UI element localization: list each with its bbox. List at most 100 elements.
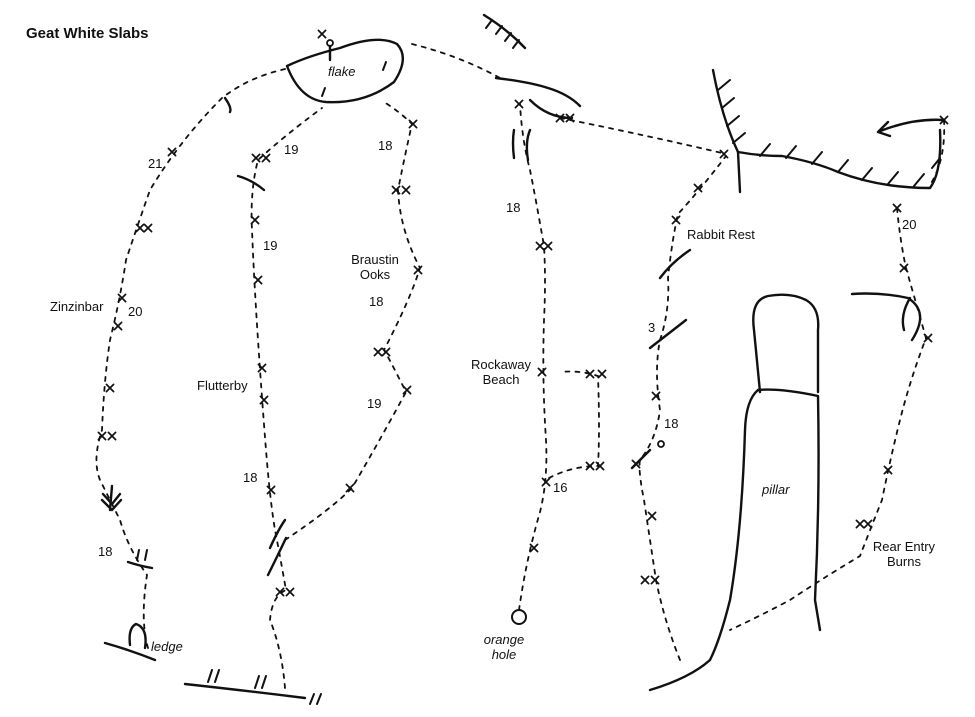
ledge-label: ledge <box>151 639 183 654</box>
bolt-mark <box>135 223 145 233</box>
crack-flutterby <box>236 174 266 192</box>
bolt-mark <box>883 465 893 475</box>
central-ledge-line <box>494 76 582 108</box>
bolt-mark <box>892 203 902 213</box>
bolt-mark <box>923 333 933 343</box>
pillar-lower <box>756 388 822 632</box>
grade-labels: 21 20 18 19 19 18 18 18 19 18 16 3 18 20 <box>98 138 916 559</box>
rabbit-rest-label: Rabbit Rest <box>687 227 755 242</box>
bolt-mark <box>381 347 391 357</box>
route-flutterby <box>250 107 323 689</box>
bolt-mark <box>855 519 865 529</box>
bolt-mark <box>863 519 873 529</box>
bolts <box>97 29 949 597</box>
bolt-mark <box>257 363 267 373</box>
bolt-mark <box>693 183 703 193</box>
bolt-mark <box>640 575 650 585</box>
main-roof-hatch <box>717 79 941 187</box>
bolt-mark <box>585 461 595 471</box>
route-name-braustin-ooks: Braustin Ooks <box>351 252 399 282</box>
crack-zinzinbar-tick <box>136 549 148 561</box>
route-rabbit <box>638 155 727 661</box>
route-name-rockaway-beach: Rockaway Beach <box>471 357 531 387</box>
bolt-mark <box>413 265 423 275</box>
bolt-mark <box>253 275 263 285</box>
grade-braustin-3: 19 <box>367 396 381 411</box>
grade-zinzinbar-3: 18 <box>98 544 112 559</box>
bolt-mark <box>899 263 909 273</box>
ledge-blob <box>128 622 147 650</box>
bolt-mark <box>535 241 545 251</box>
bolt-mark <box>107 431 117 441</box>
bolt-mark <box>285 587 295 597</box>
crack-rabbit-a <box>658 248 692 280</box>
bolt-mark <box>719 149 729 159</box>
grade-braustin-1: 18 <box>378 138 392 153</box>
grade-zinzinbar-1: 21 <box>148 156 162 171</box>
pillar-label: pillar <box>762 482 790 497</box>
diagram-title: Geat White Slabs <box>26 25 149 42</box>
bolt-mark <box>266 485 276 495</box>
bolt-mark <box>250 215 260 225</box>
grade-rockaway-2: 16 <box>553 480 567 495</box>
bolt-mark <box>143 223 153 233</box>
route-rockaway-variant <box>548 370 600 479</box>
route-name-rear-entry-burns: Rear Entry Burns <box>872 539 936 569</box>
rabbit-small-hole <box>657 440 665 448</box>
flake-tick <box>321 61 387 97</box>
route-zinzinbar <box>95 67 291 649</box>
bolt-mark <box>391 185 401 195</box>
flake-label: flake <box>328 64 356 79</box>
route-rear-entry-main <box>729 207 927 631</box>
bolt-mark <box>647 511 657 521</box>
crack-ironing2 <box>266 536 288 577</box>
route-top-traverse <box>411 43 501 79</box>
flake-pin-ring <box>326 39 334 47</box>
bolt-mark <box>514 99 524 109</box>
bolt-mark <box>595 461 605 471</box>
main-roof-stem <box>736 150 742 194</box>
rock-features <box>100 13 946 705</box>
crack-zinzinbar-low <box>126 560 154 570</box>
route-to-roof <box>559 117 727 155</box>
bolt-mark <box>529 543 539 553</box>
grade-flutterby-3: 18 <box>243 470 257 485</box>
bolt-mark <box>402 385 412 395</box>
crack-left-flake <box>223 96 232 114</box>
top-crag-hatch <box>485 19 520 49</box>
bolt-mark <box>541 477 551 487</box>
route-rockaway <box>518 103 548 611</box>
orange-hole-label: orange hole <box>483 632 525 662</box>
right-crack <box>850 292 922 342</box>
bolt-mark <box>408 119 418 129</box>
grade-braustin-2: 18 <box>369 294 383 309</box>
ground-hatch <box>207 669 322 705</box>
bolt-mark <box>543 241 553 251</box>
bolt-mark <box>939 115 949 125</box>
bolt-mark <box>597 369 607 379</box>
flake-outline <box>285 38 404 104</box>
main-roof <box>711 68 942 190</box>
right-crack-small <box>901 296 912 332</box>
grade-rear-entry-1: 20 <box>902 217 916 232</box>
bolt-mark <box>261 153 271 163</box>
bolt-mark <box>167 147 177 157</box>
grade-rabbit-1: 3 <box>648 320 655 335</box>
pillar-base-left <box>648 388 760 692</box>
bolt-mark <box>401 185 411 195</box>
grade-zinzinbar-2: 20 <box>128 304 142 319</box>
crack-rockaway-b <box>525 128 532 162</box>
bolt-mark <box>275 587 285 597</box>
grade-flutterby-1: 19 <box>284 142 298 157</box>
bolt-mark <box>585 369 595 379</box>
bolt-mark <box>105 383 115 393</box>
ground-line <box>183 682 307 700</box>
bolt-mark <box>97 431 107 441</box>
ledge-line <box>103 641 157 662</box>
grade-flutterby-2: 19 <box>263 238 277 253</box>
bolt-mark <box>251 153 261 163</box>
central-ledge-lower <box>528 98 574 120</box>
rear-arrow <box>876 118 946 138</box>
bolt-mark <box>671 215 681 225</box>
